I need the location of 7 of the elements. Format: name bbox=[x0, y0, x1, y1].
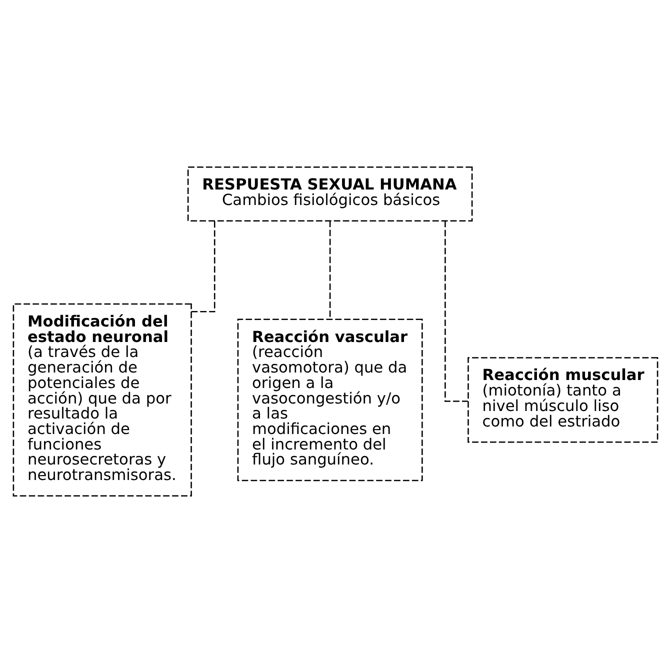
node-box: Modificación del estado neuronal (a través de la generación de potenciales de acción) que da por resultado la activación de funciones neurosecretoras y neurotransmisoras. bbox=[12, 302, 192, 496]
connector bbox=[191, 220, 216, 312]
node-box: Reacción muscular (miotonía) tanto a nivel músculo liso como del estriado bbox=[468, 356, 658, 442]
connector bbox=[444, 220, 468, 402]
node-box: Reacción vascular (reacción vasomotora) que da origen a la vasocongestión y/o a las modificaciones en el incremento del flujo sanguíneo. bbox=[237, 318, 423, 481]
connector bbox=[329, 220, 331, 319]
node-box: RESPUESTA SEXUAL HUMANA Cambios fisiológicos básicos bbox=[187, 166, 473, 221]
